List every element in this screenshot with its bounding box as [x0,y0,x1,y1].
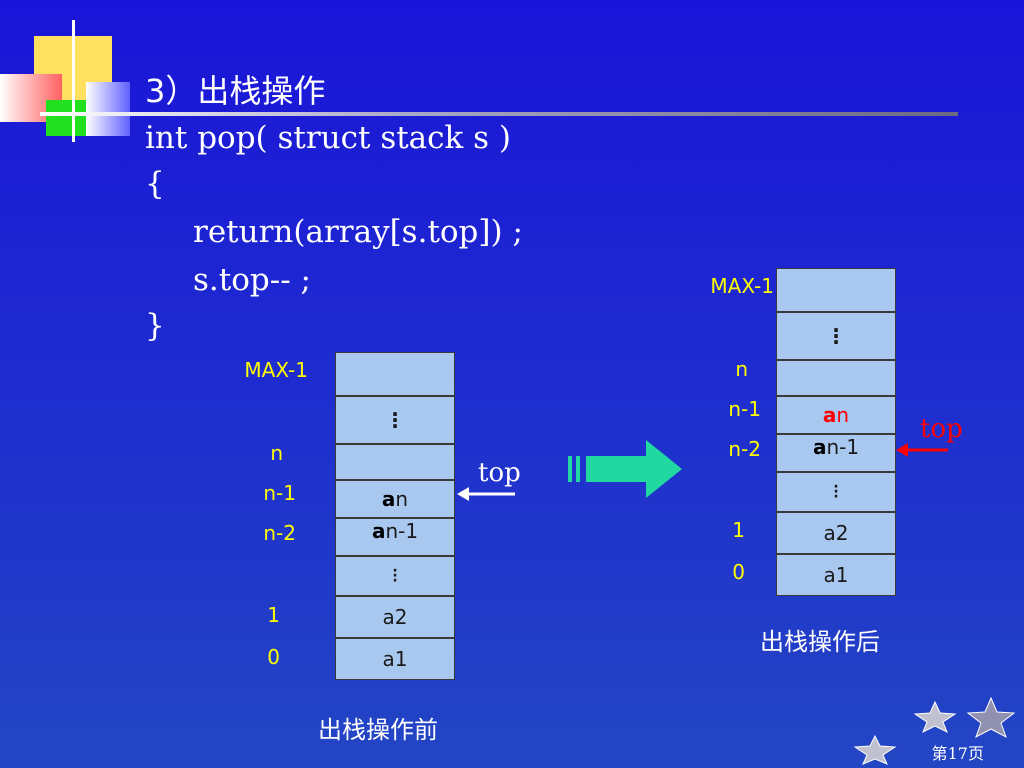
code-line-3: return(array[s.top]) ; [193,214,523,250]
vertical-ellipsis-icon: ··· [392,562,398,589]
before-a1: a1 [382,647,408,671]
transition-arrow-icon [568,440,682,498]
vertical-ellipsis-icon: ··· [391,402,399,438]
before-cell-max [336,353,454,395]
decor-square-blue [86,82,130,136]
after-an1-a: a [812,435,827,459]
after-label-n2: n-2 [728,437,761,461]
star-nav-icon[interactable] [852,734,898,766]
code-line-5: } [145,308,165,344]
code-line-2: { [145,166,165,202]
after-label-n: n [735,357,748,381]
slide-title: 3）出栈操作 [145,72,326,110]
before-a2: a2 [382,605,408,629]
caption-after: 出栈操作后 [760,628,880,656]
after-label-0: 0 [732,560,745,584]
star-nav-icon[interactable] [912,700,958,734]
after-cell-a1: a1 [777,553,895,595]
after-an1-sub: n-1 [826,435,860,459]
before-label-n2: n-2 [263,521,296,545]
before-cell-dots-top: ··· [336,395,454,443]
after-label-max: MAX-1 [710,274,774,298]
star-nav-icon[interactable] [964,696,1018,740]
after-cell-a2: a2 [777,511,895,553]
before-top-label: top [478,458,521,488]
after-label-1: 1 [732,518,745,542]
title-underline [40,112,958,116]
before-label-1: 1 [267,603,280,627]
before-top-arrow-icon [457,487,515,501]
vertical-ellipsis-icon: ··· [833,478,839,505]
after-an-sub: n [836,403,850,427]
before-an-a: a [381,487,396,511]
after-cell-dots-top: ··· [777,311,895,359]
before-cell-a2: a2 [336,595,454,637]
before-label-n: n [270,441,283,465]
code-line-4: s.top-- ; [193,262,311,298]
before-label-0: 0 [267,645,280,669]
before-an-sub: n [395,487,409,511]
after-cell-max [777,269,895,311]
page-number: 第17页 [931,744,984,763]
before-cell-a1: a1 [336,637,454,679]
before-an1-sub: n-1 [385,519,419,543]
before-label-max: MAX-1 [244,358,308,382]
code-line-1: int pop( struct stack s ) [145,120,512,156]
after-label-n1: n-1 [728,397,761,421]
after-a1: a1 [823,563,849,587]
decor-square-green [46,100,86,136]
before-cell-n [336,443,454,479]
vertical-ellipsis-icon: ··· [832,318,840,354]
after-top-label: top [920,414,963,444]
decor-vertical-line [72,20,75,142]
before-label-n1: n-1 [263,481,296,505]
after-cell-n [777,359,895,395]
after-a2: a2 [823,521,849,545]
before-an1-a: a [371,519,386,543]
after-an-a: a [822,403,837,427]
before-cell-dots-mid: ··· [336,555,454,595]
caption-before: 出栈操作前 [318,716,438,744]
after-cell-dots-mid: ··· [777,471,895,511]
after-top-arrow-icon [896,443,948,457]
